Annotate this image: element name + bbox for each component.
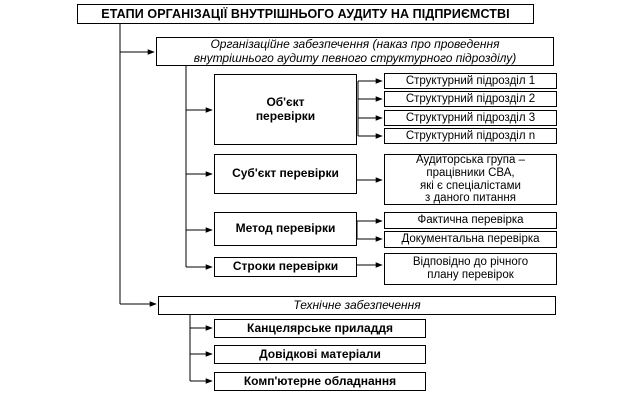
structural-unit-2: Структурний підрозділ 2 xyxy=(384,91,557,107)
tech-item-reference-materials: Довідкові матеріали xyxy=(214,345,426,364)
tech-item-stationery: Канцелярське приладдя xyxy=(214,319,426,338)
structural-unit-3: Структурний підрозділ 3 xyxy=(384,110,557,126)
diagram-title: ЕТАПИ ОРГАНІЗАЦІЇ ВНУТРІШНЬОГО АУДИТУ НА… xyxy=(77,4,534,24)
object-box: Об'єкт перевірки xyxy=(214,74,357,145)
subject-detail-box: Аудиторська група – працівники СВА, які … xyxy=(384,154,557,205)
method-factual: Фактична перевірка xyxy=(384,212,557,229)
method-box: Метод перевірки xyxy=(214,212,357,246)
org-support-box: Організаційне забезпечення (наказ про пр… xyxy=(156,37,554,66)
tech-item-computer-equipment: Комп'ютерне обладнання xyxy=(214,372,426,391)
method-documentary: Документальна перевірка xyxy=(384,231,557,248)
structural-unit-n: Структурний підрозділ n xyxy=(384,128,557,144)
terms-box: Строки перевірки xyxy=(214,257,357,277)
terms-detail-box: Відповідно до річного плану перевірок xyxy=(384,253,557,285)
structural-unit-1: Структурний підрозділ 1 xyxy=(384,73,557,89)
subject-box: Суб'єкт перевірки xyxy=(214,154,357,194)
tech-support-box: Технічне забезпечення xyxy=(158,296,556,315)
